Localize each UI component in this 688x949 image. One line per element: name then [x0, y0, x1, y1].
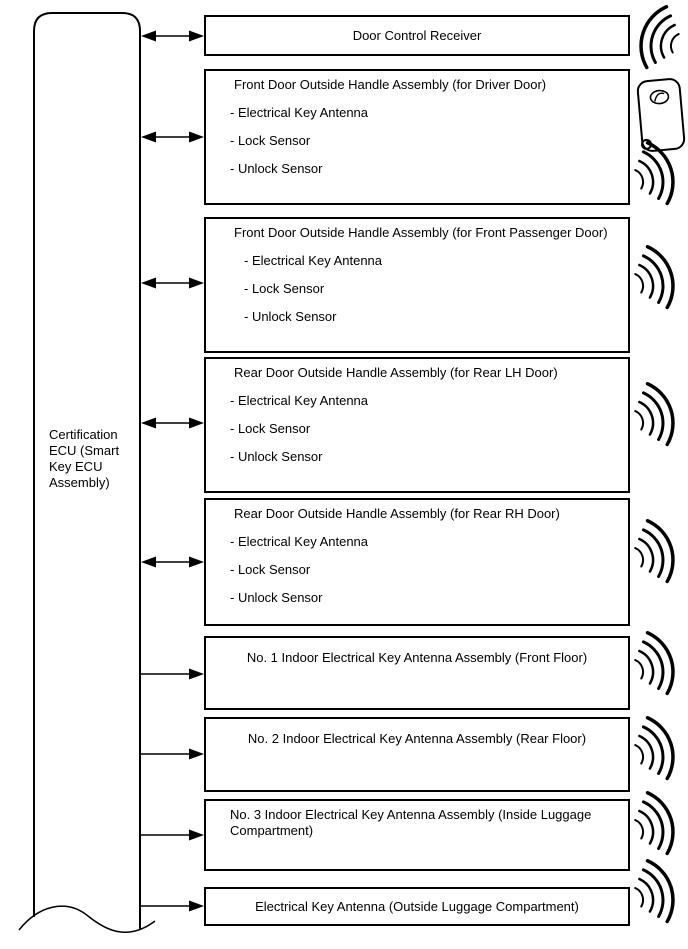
arrow-indoor-antenna-1	[141, 668, 204, 680]
box-indoor-antenna-3: No. 3 Indoor Electrical Key Antenna Asse…	[204, 799, 630, 871]
ecu-torn-edge	[18, 905, 156, 933]
box-item: - Electrical Key Antenna	[244, 253, 383, 268]
arrow-rear-door-rh	[141, 556, 204, 568]
box-item: - Lock Sensor	[230, 562, 311, 577]
box-indoor-antenna-2: No. 2 Indoor Electrical Key Antenna Asse…	[204, 717, 630, 792]
certification-ecu-outline	[33, 12, 141, 929]
ecu-label: Certification ECU (Smart Key ECU Assembl…	[49, 427, 120, 490]
key-fob-icon	[636, 78, 686, 152]
radio-waves-incoming-icon	[631, 0, 688, 76]
box-title: Electrical Key Antenna (Outside Luggage …	[255, 898, 579, 914]
arrow-front-door-passenger	[141, 277, 204, 289]
box-item: - Unlock Sensor	[230, 590, 323, 605]
box-item: - Unlock Sensor	[230, 449, 323, 464]
arrow-outside-luggage-antenna	[141, 900, 204, 912]
box-title: No. 3 Indoor Electrical Key Antenna Asse…	[230, 807, 592, 838]
box-title: Front Door Outside Handle Assembly (for …	[234, 77, 547, 92]
box-title: Door Control Receiver	[352, 27, 482, 43]
box-rear-door-handle-lh: Rear Door Outside Handle Assembly (for R…	[204, 357, 630, 493]
box-title: Front Door Outside Handle Assembly (for …	[234, 225, 608, 240]
box-item: - Unlock Sensor	[230, 161, 323, 176]
radio-waves-outgoing-icon	[626, 377, 683, 453]
box-item: - Lock Sensor	[230, 421, 311, 436]
box-item: - Electrical Key Antenna	[230, 393, 369, 408]
box-rear-door-handle-rh: Rear Door Outside Handle Assembly (for R…	[204, 498, 630, 626]
box-door-control-receiver: Door Control Receiver	[204, 15, 630, 56]
box-outside-luggage-antenna: Electrical Key Antenna (Outside Luggage …	[204, 887, 630, 926]
box-title: Rear Door Outside Handle Assembly (for R…	[234, 506, 560, 521]
arrow-indoor-antenna-3	[141, 829, 204, 841]
radio-waves-outgoing-icon	[626, 711, 683, 787]
arrow-indoor-antenna-2	[141, 748, 204, 760]
box-front-door-handle-passenger: Front Door Outside Handle Assembly (for …	[204, 217, 630, 353]
box-item: - Electrical Key Antenna	[230, 105, 369, 120]
arrow-rear-door-lh	[141, 417, 204, 429]
box-item: - Lock Sensor	[244, 281, 325, 296]
radio-waves-outgoing-icon	[626, 854, 683, 930]
box-title: Rear Door Outside Handle Assembly (for R…	[234, 365, 558, 380]
box-title: No. 1 Indoor Electrical Key Antenna Asse…	[246, 650, 588, 665]
box-item: - Lock Sensor	[230, 133, 311, 148]
arrow-door-control-receiver	[141, 30, 204, 42]
radio-waves-outgoing-icon	[626, 786, 683, 862]
box-item: - Unlock Sensor	[244, 309, 337, 324]
box-indoor-antenna-1: No. 1 Indoor Electrical Key Antenna Asse…	[204, 636, 630, 710]
arrow-front-door-driver	[141, 131, 204, 143]
radio-waves-outgoing-icon	[626, 626, 683, 702]
box-title: No. 2 Indoor Electrical Key Antenna Asse…	[247, 731, 587, 746]
box-item: - Electrical Key Antenna	[230, 534, 369, 549]
radio-waves-outgoing-icon	[626, 240, 683, 316]
radio-waves-outgoing-icon	[626, 514, 683, 590]
box-front-door-handle-driver: Front Door Outside Handle Assembly (for …	[204, 69, 630, 205]
